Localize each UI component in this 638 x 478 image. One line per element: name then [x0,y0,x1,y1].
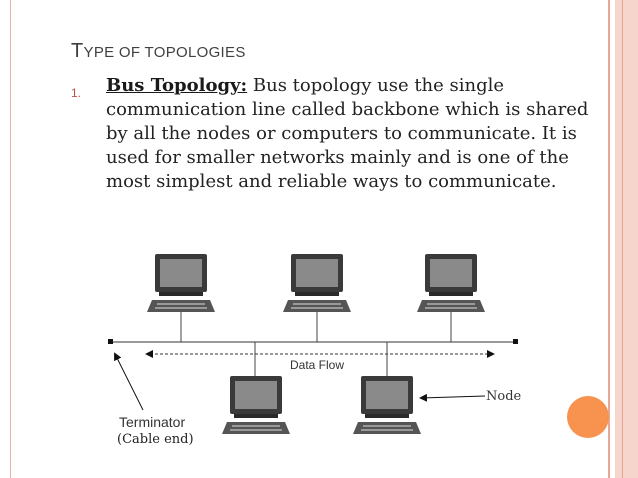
terminator-right [513,339,518,344]
computer-2 [282,253,352,313]
terminator-pointer [114,352,144,411]
computer-5 [352,375,422,435]
right-border-band [615,0,638,478]
computer-3 [416,253,486,313]
terminator-left [108,339,113,344]
right-border-inner-line [622,0,623,478]
data-flow-label: Data Flow [288,358,347,372]
cable-end-label: (Cable end) [117,432,194,447]
right-border-line [608,0,610,478]
decorative-circle [567,396,609,438]
data-flow-arrow-right [487,350,495,358]
node-label: Node [486,389,522,404]
title-initial: T [71,40,84,62]
terminator-label: Terminator [119,414,186,430]
node-pointer [419,393,486,402]
bus-topology-diagram [108,253,518,435]
left-border-line [10,0,11,478]
item-heading: Bus Topology: [106,75,248,96]
item-description: Bus topology use the single communicatio… [106,75,589,192]
list-item-text: Bus Topology: Bus topology use the singl… [106,74,596,194]
slide-title: TYPE OF TOPOLOGIES [71,40,246,63]
list-number: 1. [71,86,82,100]
data-flow-arrow-left [145,350,153,358]
computer-1 [146,253,216,313]
title-rest: YPE OF TOPOLOGIES [83,44,246,61]
computer-4 [221,375,291,435]
